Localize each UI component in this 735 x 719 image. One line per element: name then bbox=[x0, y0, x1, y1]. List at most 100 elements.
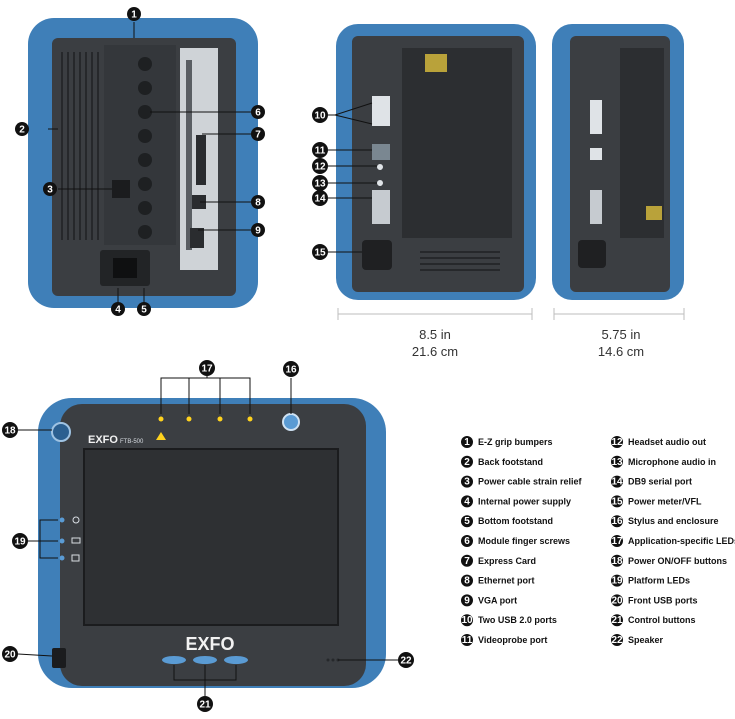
ethernet-port bbox=[192, 195, 206, 209]
laser-warning-icon bbox=[156, 432, 166, 440]
callout-16: 16 bbox=[283, 361, 299, 377]
front-screen[interactable] bbox=[83, 448, 339, 626]
control-button-center[interactable] bbox=[193, 656, 217, 664]
power-button[interactable] bbox=[51, 422, 71, 442]
numbered-disc-icon bbox=[312, 244, 328, 260]
numbered-disc-icon bbox=[611, 455, 623, 468]
numbered-disc-icon bbox=[461, 554, 473, 567]
numbered-disc-icon bbox=[611, 436, 623, 448]
numbered-disc-icon bbox=[251, 105, 265, 119]
svg-text:2: 2 bbox=[19, 125, 25, 136]
depth-imperial: 5.75 in bbox=[601, 327, 640, 342]
front-usb-ports[interactable] bbox=[52, 648, 66, 668]
numbered-disc-icon bbox=[611, 554, 623, 567]
numbered-disc-icon bbox=[251, 127, 265, 141]
legend-number: 16 bbox=[611, 516, 623, 527]
callout-3: 3 bbox=[43, 182, 57, 196]
numbered-disc-icon bbox=[611, 634, 623, 646]
legend-label: Ethernet port bbox=[478, 576, 535, 586]
legend-label: Headset audio out bbox=[628, 437, 706, 447]
control-button-left[interactable] bbox=[162, 656, 186, 664]
callout-8: 8 bbox=[251, 195, 265, 209]
numbered-disc-icon bbox=[312, 190, 328, 206]
legend-label: Videoprobe port bbox=[478, 635, 547, 645]
rear-view-device bbox=[28, 18, 258, 308]
svg-text:10: 10 bbox=[314, 111, 326, 122]
dimension-width: 8.5 in 21.6 cm bbox=[337, 308, 533, 359]
svg-text:8: 8 bbox=[255, 198, 261, 209]
numbered-disc-icon bbox=[611, 614, 623, 627]
usb-ports bbox=[372, 96, 390, 126]
numbered-disc-icon bbox=[312, 158, 328, 174]
power-icon bbox=[72, 516, 80, 524]
callout-5: 5 bbox=[137, 302, 151, 316]
numbered-disc-icon bbox=[461, 495, 473, 508]
legend-item: 4 Internal power supply bbox=[461, 495, 571, 508]
control-button-right[interactable] bbox=[224, 656, 248, 664]
legend-number: 11 bbox=[462, 635, 473, 646]
control-buttons[interactable] bbox=[162, 656, 248, 664]
callout-6: 6 bbox=[251, 105, 265, 119]
legend-number: 14 bbox=[611, 477, 623, 488]
numbered-disc-icon bbox=[2, 646, 18, 662]
numbered-disc-icon bbox=[611, 535, 623, 547]
numbered-disc-icon bbox=[111, 302, 125, 316]
numbered-disc-icon bbox=[611, 574, 623, 587]
platform-leds bbox=[59, 516, 81, 562]
svg-text:6: 6 bbox=[255, 108, 261, 119]
legend-label: Speaker bbox=[628, 635, 664, 645]
legend-number: 1 bbox=[464, 437, 470, 448]
width-metric: 21.6 cm bbox=[412, 344, 458, 359]
laser-warning-label bbox=[425, 54, 447, 72]
legend-label: VGA port bbox=[478, 595, 517, 605]
legend-label: Stylus and enclosure bbox=[628, 516, 719, 526]
legend-label: E-Z grip bumpers bbox=[478, 437, 553, 447]
power-strain-relief bbox=[112, 180, 130, 198]
callout-15: 15 bbox=[312, 244, 328, 260]
vga-port bbox=[190, 228, 204, 248]
numbered-disc-icon bbox=[461, 515, 473, 528]
legend-label: Bottom footstand bbox=[478, 516, 553, 526]
legend-number: 22 bbox=[611, 635, 623, 646]
legend-number: 5 bbox=[464, 516, 470, 527]
module-finger-screws bbox=[138, 57, 152, 239]
legend-number: 6 bbox=[464, 536, 470, 547]
legend-number: 9 bbox=[464, 595, 470, 606]
express-card-slot bbox=[196, 135, 206, 185]
callout-markers: 1 2 3 4 5 6 7 8 9 10 11 12 13 14 15 16 1… bbox=[2, 7, 414, 712]
legend-label: Module finger screws bbox=[478, 536, 570, 546]
legend-number: 3 bbox=[464, 477, 470, 488]
legend-number: 17 bbox=[611, 536, 623, 547]
numbered-disc-icon bbox=[197, 696, 213, 712]
numbered-disc-icon bbox=[461, 574, 473, 587]
svg-text:4: 4 bbox=[115, 305, 121, 316]
legend-number: 20 bbox=[611, 595, 623, 606]
svg-text:18: 18 bbox=[4, 426, 16, 437]
stylus-enclosure[interactable] bbox=[282, 413, 300, 431]
side-view-left-device bbox=[336, 24, 536, 300]
svg-text:7: 7 bbox=[255, 130, 261, 141]
legend-label: Power cable strain relief bbox=[478, 477, 583, 487]
callout-1: 1 bbox=[127, 7, 141, 21]
legend-item: 1 E-Z grip bumpers bbox=[461, 436, 553, 448]
callout-22: 22 bbox=[398, 652, 414, 668]
legend-item: 6 Module finger screws bbox=[461, 535, 570, 547]
callout-10: 10 bbox=[312, 107, 328, 123]
legend-label: Internal power supply bbox=[478, 496, 571, 506]
svg-text:15: 15 bbox=[314, 248, 326, 259]
numbered-disc-icon bbox=[461, 455, 473, 468]
legend-label: Back footstand bbox=[478, 457, 543, 467]
legend-number: 4 bbox=[464, 496, 470, 507]
legend-label: Power ON/OFF buttons bbox=[628, 556, 727, 566]
numbered-disc-icon bbox=[611, 495, 623, 508]
callout-4: 4 bbox=[111, 302, 125, 316]
svg-text:14: 14 bbox=[314, 194, 326, 205]
battery-icon bbox=[71, 537, 81, 544]
